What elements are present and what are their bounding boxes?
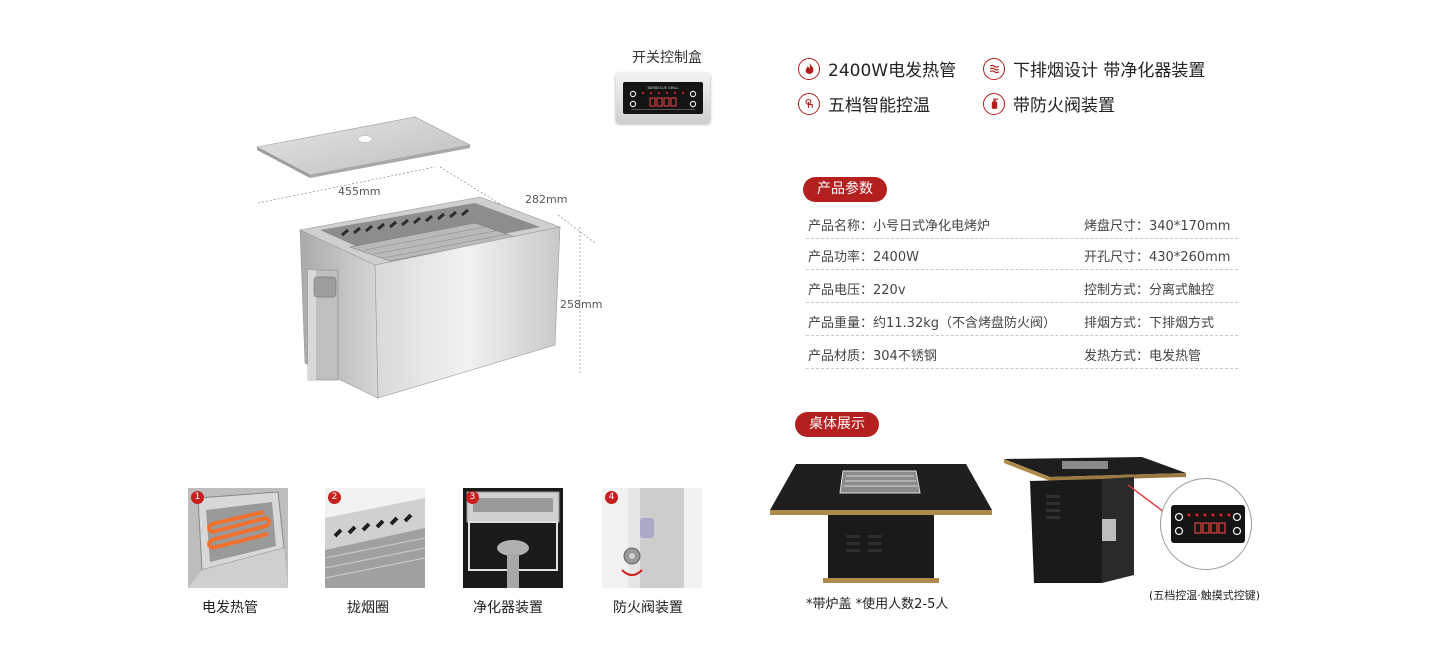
fire-extinguisher-icon xyxy=(983,92,1005,115)
touch-icon xyxy=(798,92,820,115)
feature-exhaust: 下排烟设计 带净化器装置 xyxy=(983,56,1205,81)
feature-heating-tube: 2400W电发热管 xyxy=(798,56,956,81)
param-right: 控制方式：分离式触控 xyxy=(1084,283,1215,298)
product-exploded-image: 455mm 282mm 258mm xyxy=(256,116,602,399)
param-row: 产品电压：220v 控制方式：分离式触控 xyxy=(806,270,1238,303)
panel-brand: BARBECUE GRILL xyxy=(647,86,678,90)
feature-temp-control: 五档智能控温 xyxy=(798,91,930,116)
control-box-image: BARBECUE GRILL xyxy=(616,73,710,123)
dim-height: 258mm xyxy=(560,298,602,311)
part-label: 拢烟圈 xyxy=(347,600,389,616)
feature-label: 带防火阀装置 xyxy=(1013,96,1115,116)
table-show-title: 桌体展示 xyxy=(795,412,879,437)
part-thumb-purifier: 3 xyxy=(463,488,563,588)
param-right: 开孔尺寸：430*260mm xyxy=(1084,250,1231,265)
table-caption-left: *带炉盖 *使用人数2-5人 xyxy=(806,597,949,612)
param-left: 产品名称：小号日式净化电烤炉 xyxy=(808,219,991,234)
part-thumb-heating-tube: 1 xyxy=(188,488,288,588)
feature-fire-valve: 带防火阀装置 xyxy=(983,91,1115,116)
table-caption-right: (五档控温·触摸式控键) xyxy=(1149,589,1261,602)
control-box-title: 开关控制盒 xyxy=(632,50,702,66)
param-row: 产品名称：小号日式净化电烤炉 烤盘尺寸：340*170mm xyxy=(806,206,1238,239)
exhaust-icon xyxy=(983,57,1005,80)
param-row: 产品材质：304不锈钢 发热方式：电发热管 xyxy=(806,336,1238,369)
part-label: 电发热管 xyxy=(202,600,258,616)
part-label: 防火阀装置 xyxy=(613,600,683,616)
param-left: 产品功率：2400W xyxy=(808,250,919,265)
part-number-badge: 1 xyxy=(191,491,204,504)
part-number-badge: 4 xyxy=(605,491,618,504)
params-section-title: 产品参数 xyxy=(803,177,887,202)
table-square-image xyxy=(770,464,992,583)
dim-depth: 282mm xyxy=(525,193,567,206)
param-left: 产品电压：220v xyxy=(808,283,906,298)
control-panel-zoom xyxy=(1160,478,1252,570)
feature-label: 下排烟设计 带净化器装置 xyxy=(1013,61,1206,81)
feature-label: 2400W电发热管 xyxy=(828,61,957,81)
param-right: 烤盘尺寸：340*170mm xyxy=(1084,219,1231,234)
param-left: 产品材质：304不锈钢 xyxy=(808,349,937,364)
param-row: 产品功率：2400W 开孔尺寸：430*260mm xyxy=(806,237,1238,270)
part-label: 净化器装置 xyxy=(473,600,543,616)
part-number-badge: 2 xyxy=(328,491,341,504)
part-thumb-fire-valve: 4 xyxy=(602,488,702,588)
part-number-badge: 3 xyxy=(466,491,479,504)
part-thumb-smoke-ring: 2 xyxy=(325,488,425,588)
dim-width: 455mm xyxy=(338,185,380,198)
param-right: 排烟方式：下排烟方式 xyxy=(1084,316,1215,331)
feature-label: 五档智能控温 xyxy=(828,96,930,116)
param-row: 产品重量：约11.32kg（不含烤盘防火阀） 排烟方式：下排烟方式 xyxy=(806,303,1238,336)
param-left: 产品重量：约11.32kg（不含烤盘防火阀） xyxy=(808,316,1056,331)
flame-icon xyxy=(798,57,820,80)
param-right: 发热方式：电发热管 xyxy=(1084,349,1202,364)
control-panel-display: BARBECUE GRILL xyxy=(623,82,703,114)
